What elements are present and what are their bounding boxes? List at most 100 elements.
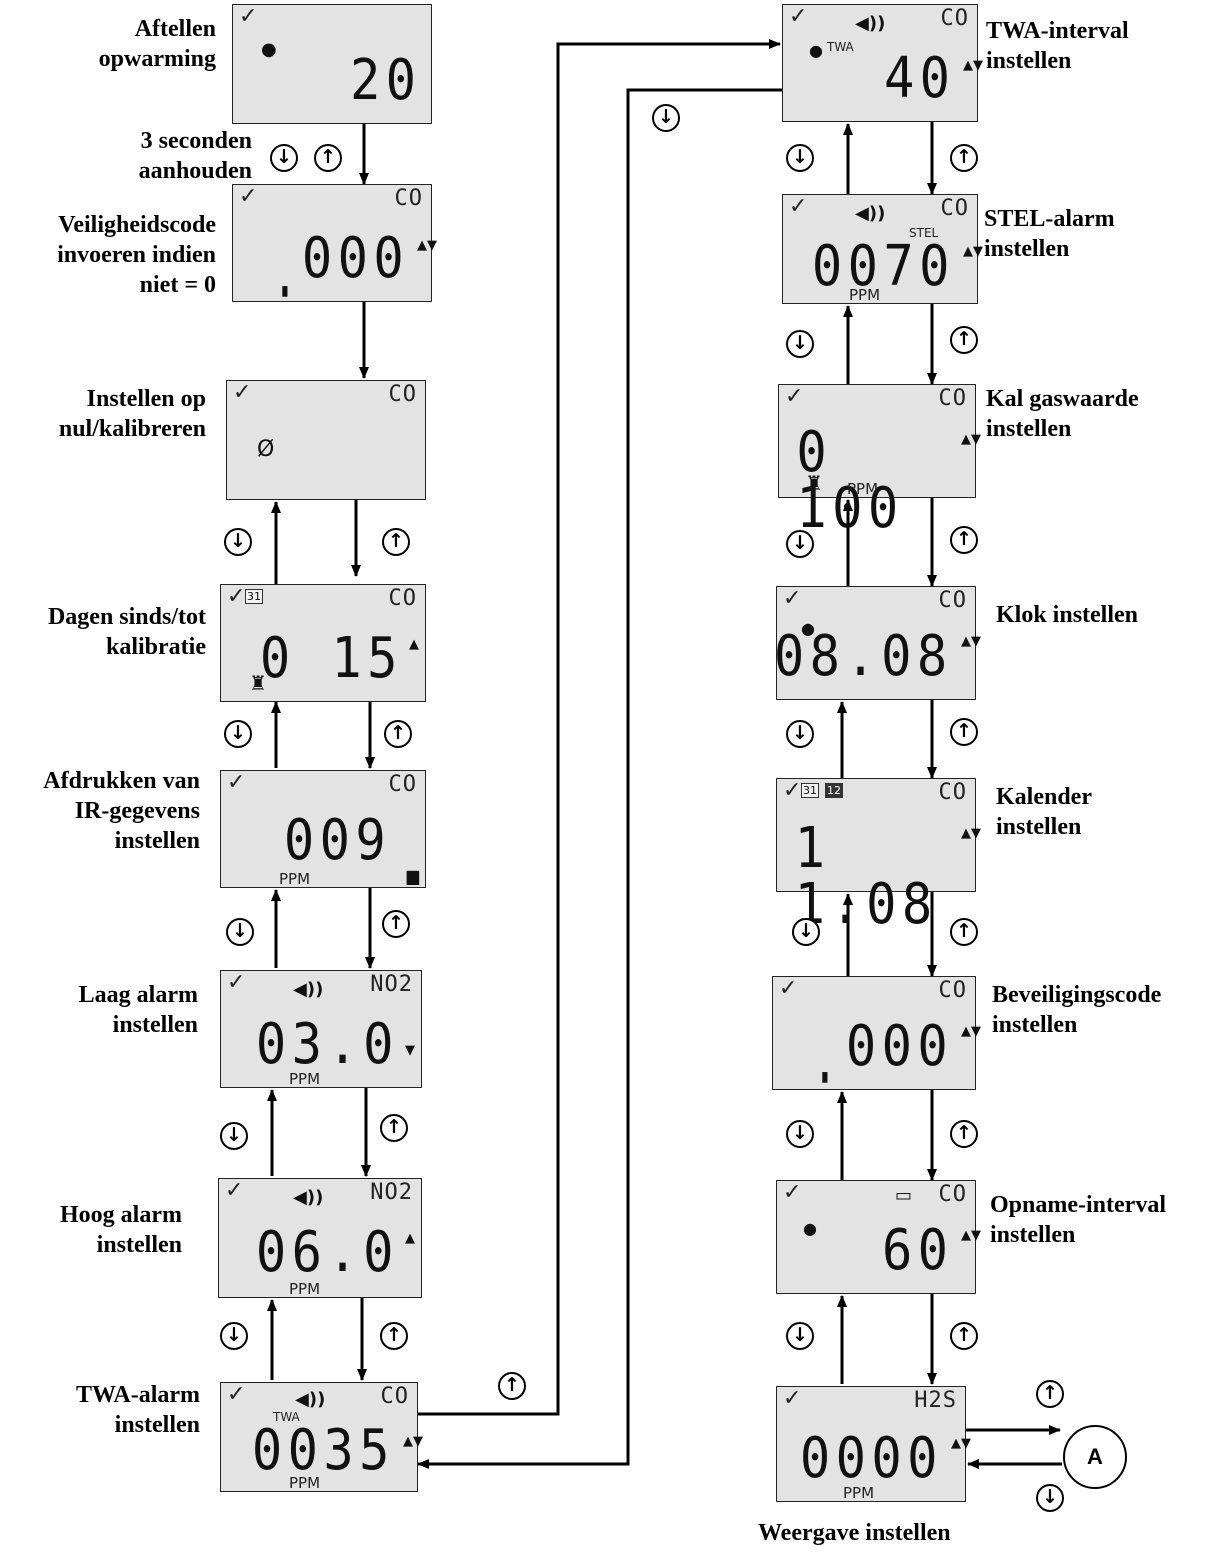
lcd-digits: 000 [301,226,409,291]
twa-tag: TWA [273,1410,300,1424]
up-button-icon: ↑ [498,1372,526,1400]
down-button-icon: ↓ [226,918,254,946]
check-icon: ✓ [227,770,246,795]
up-down-icon: ▲▼ [961,634,981,649]
down-button-icon: ↓ [220,1322,248,1350]
check-icon: ✓ [783,586,802,611]
lcd-twa-interval: ✓ ◀)) ● TWA CO 40 ▲▼ [782,4,983,122]
check-icon: ✓ [233,380,252,405]
lcd-digits: 000 [845,1014,953,1079]
clock-icon: ● [801,619,815,638]
lcd-digits: 0000 [800,1426,943,1491]
speaker-icon: ◀)) [295,1389,326,1410]
gas-name: NO2 [370,1180,413,1205]
connector-A: A [1063,1425,1127,1489]
lcd-calendar: ✓ 31 12 CO 1 1.08 ▲▼ [776,778,981,933]
check-icon: ✓ [225,1178,244,1203]
lcd-digits: 03.0 [256,1012,399,1077]
calendar-icon: 31 [245,589,263,604]
lcd-digits: 1 1.08 [794,816,938,937]
up-down-icon: ▲▼ [403,1434,423,1449]
up-down-icon: ▲▼ [963,244,983,259]
up-down-icon: ▲▼ [961,1024,981,1039]
lcd-digits: 0035 [252,1418,395,1483]
printer-icon: ▆ [406,866,419,885]
down-button-icon: ↓ [786,1120,814,1148]
speaker-icon: ◀)) [855,13,886,34]
down-button-icon: ↓ [1036,1484,1064,1512]
up-button-icon: ↑ [382,528,410,556]
check-icon: ✓ [239,184,258,209]
lcd-digits: 06.0 [256,1220,399,1285]
lcd-days-calibration: ✓ 31 CO 0 15 ▲ ♜ [220,584,426,702]
down-button-icon: ↓ [786,144,814,172]
speaker-icon: ◀)) [855,203,886,224]
unit-ppm: PPM [279,870,311,888]
label-weergave-instellen: Weergave instellen [758,1520,951,1546]
gas-name: CO [394,186,423,211]
down-button-icon: ↓ [270,144,298,172]
gas-cylinder-icon: ♜ [249,671,267,695]
twa-tag: TWA [827,40,854,54]
check-icon: ✓ [227,584,246,609]
check-icon: ✓ [783,1386,802,1411]
clock-icon: ● [261,39,277,60]
lcd-zero-calibrate: ✓ CO Ø [226,380,426,500]
lcd-digits: 40 [883,46,955,111]
down-button-icon: ↓ [786,530,814,558]
unit-ppm: PPM [847,480,879,498]
gas-name: NO2 [370,972,413,997]
unit-ppm: PPM [289,1070,321,1088]
unit-ppm: PPM [289,1280,321,1298]
gas-name: CO [938,386,967,411]
tape-icon: ▭ [895,1185,913,1206]
up-icon: ▲ [405,1231,415,1246]
gas-name: CO [938,780,967,805]
up-down-icon: ▲▼ [951,1436,971,1451]
gas-name: CO [388,586,417,611]
check-icon: ✓ [783,1180,802,1205]
clock-icon: ● [809,41,823,60]
gas-name: CO [380,1384,409,1409]
up-button-icon: ↑ [382,910,410,938]
down-button-icon: ↓ [786,720,814,748]
up-button-icon: ↑ [950,718,978,746]
unit-ppm: PPM [289,1474,321,1492]
lock-icon: ▮ [821,1069,829,1085]
lcd-digits: 20 [349,48,421,113]
lcd-stel-alarm: ✓ ◀)) CO STEL 0070 ▲▼ PPM [782,194,983,304]
up-button-icon: ↑ [384,720,412,748]
check-icon: ✓ [783,778,802,803]
lcd-set-security-code: ✓ CO 000 ▲▼ ▮ [772,976,981,1090]
gas-name: CO [388,382,417,407]
check-icon: ✓ [227,970,246,995]
down-button-icon: ↓ [786,330,814,358]
lock-icon: ▮ [281,283,289,299]
gas-name: CO [940,6,969,31]
gas-name: CO [938,588,967,613]
lcd-digits: 08.08 [774,624,953,689]
down-button-icon: ↓ [224,720,252,748]
up-button-icon: ↑ [1036,1380,1064,1408]
lcd-low-alarm: ✓ ◀)) NO2 03.0 ▼ PPM [220,970,422,1088]
zero-icon: Ø [257,437,275,462]
down-button-icon: ↓ [792,918,820,946]
up-down-icon: ▲▼ [961,826,981,841]
gas-cylinder-icon: ♜ [805,471,823,495]
up-icon: ▲ [409,637,419,652]
lcd-digits: 60 [881,1218,953,1283]
down-button-icon: ↓ [220,1122,248,1150]
up-button-icon: ↑ [380,1114,408,1142]
arrow-twa-alarm-to-twa-interval [418,39,781,1416]
